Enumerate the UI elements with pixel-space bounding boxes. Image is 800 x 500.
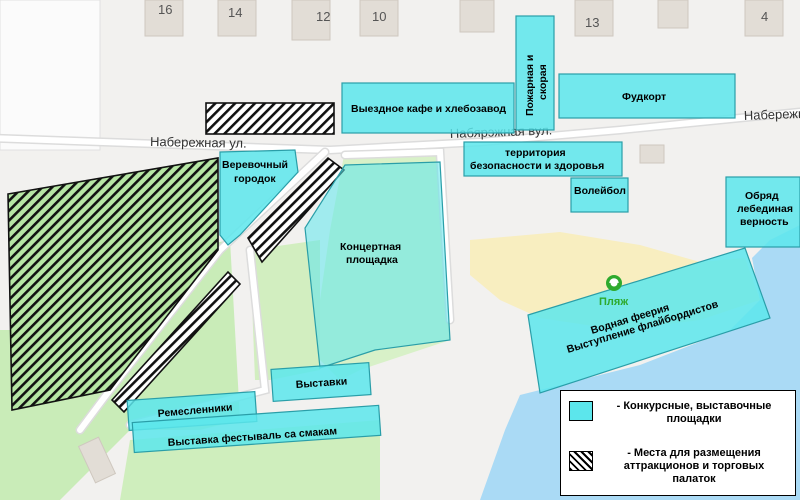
legend-swatch-hatched (569, 451, 593, 471)
building-14 (217, 0, 257, 37)
zone-label: городок (234, 173, 276, 185)
attraction-strip-lower[interactable] (110, 270, 242, 414)
zone-concert[interactable] (304, 161, 451, 369)
zone-label: площадка (346, 254, 398, 266)
zone-label: верность (740, 216, 789, 228)
building-small (639, 144, 665, 164)
building-12 (291, 0, 331, 41)
street-label-left: Набережная ул. (150, 134, 247, 151)
zone-tasting[interactable] (131, 404, 382, 454)
zone-volleyball[interactable] (570, 177, 629, 213)
building-16 (144, 0, 184, 37)
zone-label: Концертная (340, 241, 401, 253)
zone-exhibitions[interactable] (270, 361, 372, 403)
zone-label: Веревочный (222, 159, 288, 171)
zone-safety-health[interactable] (463, 141, 623, 177)
beach-label: Пляж (599, 296, 628, 308)
building-kiosk (77, 436, 117, 484)
legend-text: - Конкурсные, выставочные (616, 400, 772, 412)
zone-rope-park[interactable] (219, 149, 299, 246)
zone-label: лебединая (737, 203, 793, 215)
building-extra-1 (459, 0, 495, 33)
road-side-inner (342, 148, 453, 323)
zone-label: Обряд (745, 190, 779, 202)
zone-label: скорая (537, 64, 549, 100)
zone-label: территория (505, 147, 566, 159)
zone-label: Фудкорт (622, 91, 666, 103)
zone-fire-ambulance[interactable] (515, 15, 555, 131)
building-13 (574, 0, 614, 37)
house-number: 16 (158, 2, 172, 17)
house-number: 14 (228, 5, 242, 20)
attraction-area-big[interactable] (7, 157, 219, 411)
empty-lot (0, 0, 101, 151)
zone-swan-rite[interactable] (725, 176, 800, 248)
zone-water-show[interactable] (527, 247, 771, 394)
street-label-right: Набережная (744, 105, 800, 123)
map-legend: - Конкурсные, выставочные площадки - Мес… (560, 390, 796, 496)
legend-text: - Места для размещения (627, 447, 761, 459)
house-number: 12 (316, 9, 330, 24)
park-area-bottom (250, 240, 320, 380)
building-4 (744, 0, 784, 37)
zone-label: Выставки (295, 375, 347, 391)
building-extra-2 (657, 0, 689, 29)
legend-text: палаток (672, 473, 716, 485)
legend-text: площадки (666, 413, 722, 425)
house-number: 13 (585, 15, 599, 30)
zone-label: безопасности и здоровья (470, 160, 604, 172)
zone-label: Пожарная и (524, 55, 536, 116)
house-number: 4 (761, 9, 768, 24)
zone-foodcourt[interactable] (558, 73, 736, 119)
zone-label: Волейбол (574, 185, 626, 197)
attraction-area-top[interactable] (205, 102, 335, 135)
beach-icon (606, 275, 622, 291)
zone-catering[interactable] (341, 82, 515, 134)
building-10 (359, 0, 399, 37)
legend-text: аттракционов и торговых (623, 460, 765, 472)
legend-swatch-cyan (569, 401, 593, 421)
zone-label: Выездное кафе и хлебозавод (351, 103, 506, 115)
house-number: 10 (372, 9, 386, 24)
